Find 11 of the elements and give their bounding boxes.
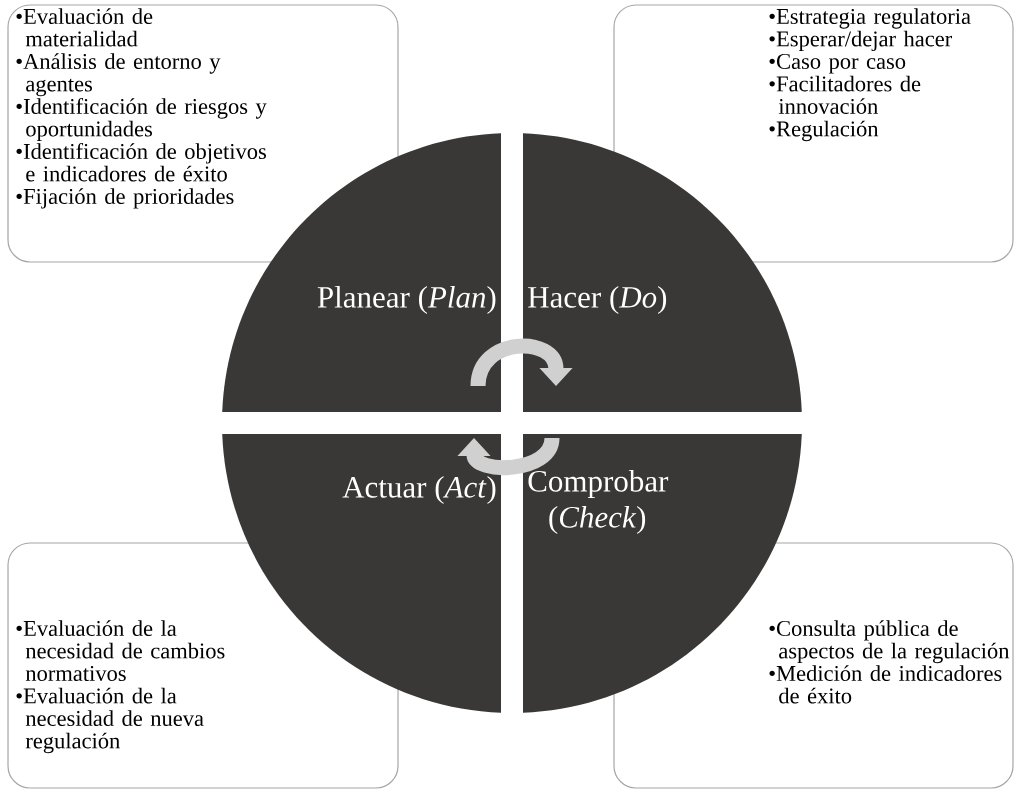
bullet-item: •Análisis de entorno y agentes [16, 53, 221, 97]
text-box [7, 4, 399, 263]
bullet-item: •Evaluación de materialidad [16, 8, 153, 47]
bullet-item: •Caso por caso [769, 53, 906, 74]
text-box [613, 4, 1014, 263]
bullet-item: •Estrategia regulatoria [769, 8, 971, 29]
curved-arrow [457, 436, 560, 476]
bullet-item: •Evaluación de la necesidad de cambios normativos [16, 620, 225, 682]
bullet-item: •Evaluación de la necesidad de nueva regulación [16, 687, 204, 754]
bullet-item: •Facilitadores de innovación [769, 75, 921, 114]
bullet-item: •Esperar/dejar hacer [769, 30, 953, 52]
